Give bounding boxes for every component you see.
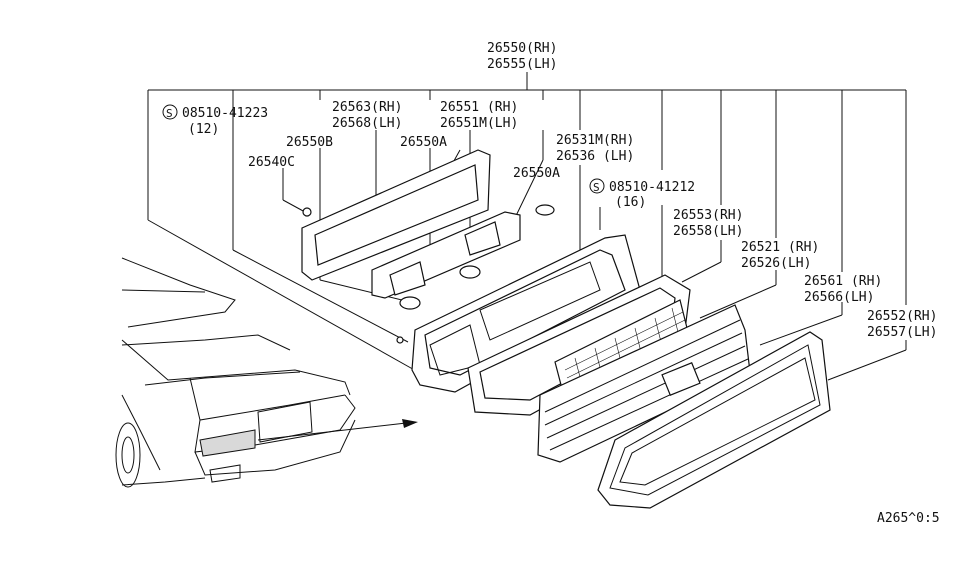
label-26550a-2: 26550A: [513, 166, 560, 181]
label-26566: 26566(LH): [804, 290, 874, 305]
label-26550b: 26550B: [286, 135, 333, 150]
label-26521: 26521 (RH): [741, 240, 819, 255]
bulb-icon: [459, 265, 481, 279]
lamp-housing-part: [411, 234, 641, 393]
label-26536: 26536 (LH): [556, 149, 634, 164]
label-26540c: 26540C: [248, 155, 295, 170]
label-26555: 26555(LH): [487, 57, 557, 72]
label-26551: 26551 (RH): [440, 100, 518, 115]
location-arrow: [257, 421, 416, 441]
diagram-code: A265^0:5: [877, 511, 940, 526]
label-26550a-1: 26550A: [400, 135, 447, 150]
label-08510-41212: 08510-41212: [609, 180, 695, 195]
screw-symbol-icon: [589, 178, 605, 194]
label-26563: 26563(RH): [332, 100, 402, 115]
label-08510-41223: 08510-41223: [182, 106, 268, 121]
label-26561: 26561 (RH): [804, 274, 882, 289]
emblem-icon: [661, 362, 701, 396]
label-26552: 26552(RH): [867, 309, 937, 324]
bulb-icon: [399, 296, 421, 310]
label-26553: 26553(RH): [673, 208, 743, 223]
label-26550: 26550(RH): [487, 41, 557, 56]
bulb-socket-part: [371, 204, 555, 344]
screw-icon: [396, 336, 404, 344]
label-26531m: 26531M(RH): [556, 133, 634, 148]
label-qty-12: (12): [188, 122, 219, 137]
clip-icon: [302, 207, 312, 217]
screw-symbol-icon: [162, 104, 178, 120]
label-26526: 26526(LH): [741, 256, 811, 271]
label-26557: 26557(LH): [867, 325, 937, 340]
label-26568: 26568(LH): [332, 116, 402, 131]
bulb-icon: [535, 204, 555, 216]
car-outline: [115, 257, 418, 488]
label-qty-16: (16): [615, 195, 646, 210]
screw-symbol-2: S: [593, 181, 600, 194]
label-26558: 26558(LH): [673, 224, 743, 239]
leader-lines: [147, 72, 907, 381]
finisher-part: [597, 331, 831, 509]
label-26551m: 26551M(LH): [440, 116, 518, 131]
gasket-part: [301, 149, 491, 281]
part-labels: 26550(RH) 26555(LH) S 08510-41223 (12) 2…: [162, 41, 940, 526]
screw-symbol-1: S: [166, 107, 173, 120]
